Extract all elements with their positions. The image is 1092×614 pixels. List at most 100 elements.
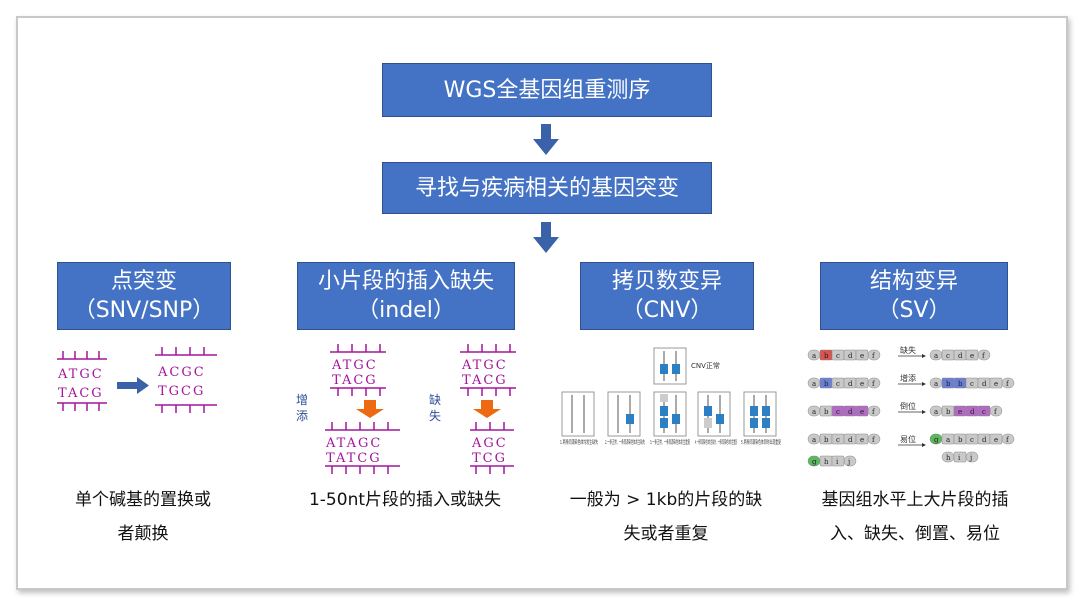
- svg-text:h: h: [824, 458, 829, 466]
- svg-text:h: h: [946, 454, 951, 462]
- svg-text:b: b: [958, 380, 963, 388]
- svg-text:c: c: [836, 380, 840, 388]
- svg-text:f: f: [1006, 380, 1010, 388]
- svg-text:e: e: [860, 436, 864, 444]
- svg-text:j: j: [847, 458, 850, 466]
- category-box-cnv: 拷贝数变异 （CNV）: [580, 262, 754, 330]
- orange-down-arrow-icon: [356, 400, 501, 418]
- svg-text:a: a: [946, 436, 950, 444]
- svg-text:i: i: [836, 458, 839, 466]
- sv-label-deletion: 缺失: [900, 345, 916, 355]
- svg-text:d: d: [958, 352, 963, 360]
- desc-sv: 基因组水平上大片段的插 入、缺失、倒置、易位: [821, 490, 1009, 544]
- svg-text:i: i: [958, 454, 961, 462]
- svg-text:d: d: [982, 380, 987, 388]
- category-abbr: （indel）: [357, 298, 455, 323]
- ins-after-top: ATAGC: [325, 436, 382, 451]
- svg-text:f: f: [982, 352, 986, 360]
- svg-text:a: a: [812, 436, 816, 444]
- snv-figure: ATGC TACG ACGC TGCG: [57, 347, 217, 413]
- sv-label-translocation: 易位: [900, 434, 916, 444]
- svg-text:a: a: [934, 352, 938, 360]
- svg-text:c: c: [970, 380, 974, 388]
- svg-text:a: a: [934, 408, 938, 416]
- svg-text:f: f: [872, 408, 876, 416]
- category-abbr: （SV）: [877, 298, 951, 323]
- sv-label-inversion: 倒位: [900, 401, 916, 411]
- svg-text:c: c: [970, 436, 974, 444]
- del-before-bottom: TACG: [462, 373, 508, 388]
- category-box-snv: 点突变 （SNV/SNP）: [57, 262, 231, 330]
- svg-text:d: d: [970, 408, 975, 416]
- svg-text:f: f: [1006, 436, 1010, 444]
- svg-text:e: e: [994, 436, 998, 444]
- step2-box: 寻找与疾病相关的基因突变: [382, 162, 712, 214]
- svg-text:f: f: [872, 352, 876, 360]
- category-abbr: （CNV）: [621, 298, 713, 323]
- svg-text:j: j: [969, 454, 972, 462]
- svg-text:d: d: [848, 408, 853, 416]
- ins-before-top: ATGC: [331, 358, 378, 373]
- svg-text:a: a: [812, 352, 816, 360]
- svg-text:e: e: [958, 408, 962, 416]
- svg-text:e: e: [860, 408, 864, 416]
- ins-before-bottom: TACG: [332, 373, 378, 388]
- cnv-case-2: 2.一条正常、一条同源染色体发生缺失: [605, 438, 645, 446]
- snv-right-bottom: TGCG: [158, 384, 205, 399]
- desc-indel: 1-50nt片段的插入或缺失: [308, 490, 502, 510]
- svg-text:b: b: [824, 408, 829, 416]
- svg-text:a: a: [934, 380, 938, 388]
- del-after-bottom: TCG: [472, 451, 507, 466]
- insert-label: 增: [296, 393, 308, 407]
- svg-text:g: g: [934, 436, 939, 444]
- ins-after-bottom: TATCG: [326, 451, 382, 466]
- svg-text:d: d: [848, 380, 853, 388]
- cnv-case-4: 4.一条同源染色体发生缺失、一条同源染色体发生重复: [695, 438, 737, 446]
- category-name: 点突变: [110, 269, 177, 294]
- svg-text:f: f: [872, 380, 876, 388]
- svg-text:b: b: [824, 352, 829, 360]
- svg-text:e: e: [994, 380, 998, 388]
- cnv-case-5: 5.两条同源染色体同时出现重复: [741, 438, 781, 446]
- svg-text:f: f: [872, 436, 876, 444]
- svg-text:c: c: [836, 436, 840, 444]
- title-text: WGS全基因组重测序: [443, 77, 651, 103]
- svg-text:a: a: [812, 408, 816, 416]
- delete-label: 缺: [429, 392, 441, 407]
- svg-text:a: a: [812, 380, 816, 388]
- svg-text:d: d: [982, 436, 987, 444]
- down-arrow-1: [533, 124, 559, 155]
- category-box-indel: 小片段的插入缺失 （indel）: [297, 262, 515, 330]
- down-arrow-2: [533, 222, 559, 253]
- cnv-case-1: 1.两条同源染色体均发生缺失: [560, 438, 598, 446]
- step2-text: 寻找与疾病相关的基因突变: [414, 175, 679, 201]
- title-box: WGS全基因组重测序: [382, 63, 712, 117]
- category-box-sv: 结构变异 （SV）: [820, 262, 1008, 330]
- svg-text:c: c: [836, 352, 840, 360]
- category-name: 小片段的插入缺失: [317, 269, 494, 294]
- svg-text:添: 添: [296, 409, 308, 423]
- cnv-normal-label: CNV正常: [691, 361, 720, 370]
- desc-cnv: 一般为 > 1kb的片段的缺 失或者重复: [569, 490, 763, 544]
- indel-figure: ATGC TACG ATAGC TATCG ATGC TACG AGC TCG …: [296, 344, 516, 474]
- svg-text:c: c: [836, 408, 840, 416]
- svg-text:b: b: [824, 436, 829, 444]
- svg-text:d: d: [848, 352, 853, 360]
- svg-text:b: b: [946, 380, 951, 388]
- category-name: 拷贝数变异: [611, 269, 722, 294]
- svg-text:c: c: [982, 408, 986, 416]
- svg-text:失: 失: [429, 408, 441, 423]
- svg-text:b: b: [824, 380, 829, 388]
- snv-right-top: ACGC: [157, 365, 206, 380]
- del-before-top: ATGC: [461, 358, 508, 373]
- sv-label-insertion: 增添: [900, 373, 916, 383]
- snv-left-bottom: TACG: [58, 386, 104, 401]
